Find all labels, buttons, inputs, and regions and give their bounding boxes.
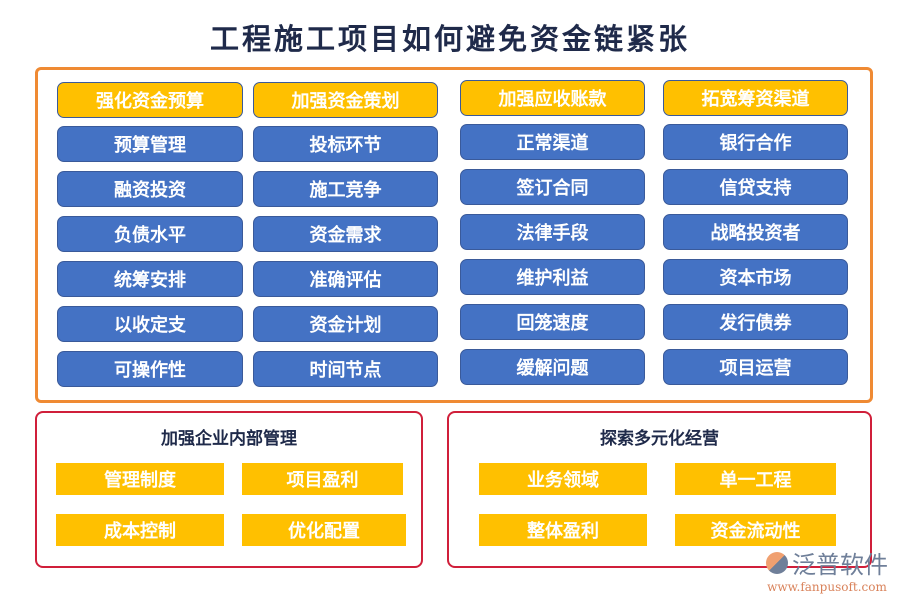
column-item: 预算管理 (57, 126, 243, 162)
bottom-left-item: 管理制度 (56, 463, 224, 495)
column-item: 信贷支持 (663, 169, 848, 205)
column-item: 资金需求 (253, 216, 438, 252)
bottom-right-item: 资金流动性 (675, 514, 836, 546)
column-item: 资本市场 (663, 259, 848, 295)
column-item: 银行合作 (663, 124, 848, 160)
column-header: 拓宽筹资渠道 (663, 80, 848, 116)
column-item: 战略投资者 (663, 214, 848, 250)
column-header: 加强资金策划 (253, 82, 438, 118)
column-item: 法律手段 (460, 214, 645, 250)
watermark-brand: 泛普软件 (792, 551, 888, 579)
column-item: 正常渠道 (460, 124, 645, 160)
column-header: 强化资金预算 (57, 82, 243, 118)
bottom-right-item: 单一工程 (675, 463, 836, 495)
column-item: 项目运营 (663, 349, 848, 385)
column-item: 可操作性 (57, 351, 243, 387)
watermark-url: www.fanpusoft.com (767, 580, 887, 594)
bottom-left-item: 优化配置 (242, 514, 406, 546)
column-item: 投标环节 (253, 126, 438, 162)
column-item: 统筹安排 (57, 261, 243, 297)
watermark: 泛普软件 www.fanpusoft.com (766, 545, 888, 594)
internal-management-frame (35, 411, 423, 568)
diversification-title: 探索多元化经营 (600, 429, 719, 449)
column-item: 发行债券 (663, 304, 848, 340)
column-item: 缓解问题 (460, 349, 645, 385)
bottom-right-item: 业务领域 (479, 463, 647, 495)
column-item: 时间节点 (253, 351, 438, 387)
column-header: 加强应收账款 (460, 80, 645, 116)
bottom-right-item: 整体盈利 (479, 514, 647, 546)
page-title: 工程施工项目如何避免资金链紧张 (209, 22, 690, 56)
internal-management-title: 加强企业内部管理 (161, 429, 297, 449)
column-item: 融资投资 (57, 171, 243, 207)
column-item: 施工竞争 (253, 171, 438, 207)
bottom-left-item: 成本控制 (56, 514, 224, 546)
bottom-left-item: 项目盈利 (242, 463, 403, 495)
column-item: 回笼速度 (460, 304, 645, 340)
column-item: 以收定支 (57, 306, 243, 342)
column-item: 资金计划 (253, 306, 438, 342)
column-item: 维护利益 (460, 259, 645, 295)
diversification-frame (447, 411, 872, 568)
column-item: 负债水平 (57, 216, 243, 252)
column-item: 签订合同 (460, 169, 645, 205)
column-item: 准确评估 (253, 261, 438, 297)
main-frame (35, 67, 873, 403)
fanpu-logo-icon (766, 551, 788, 574)
